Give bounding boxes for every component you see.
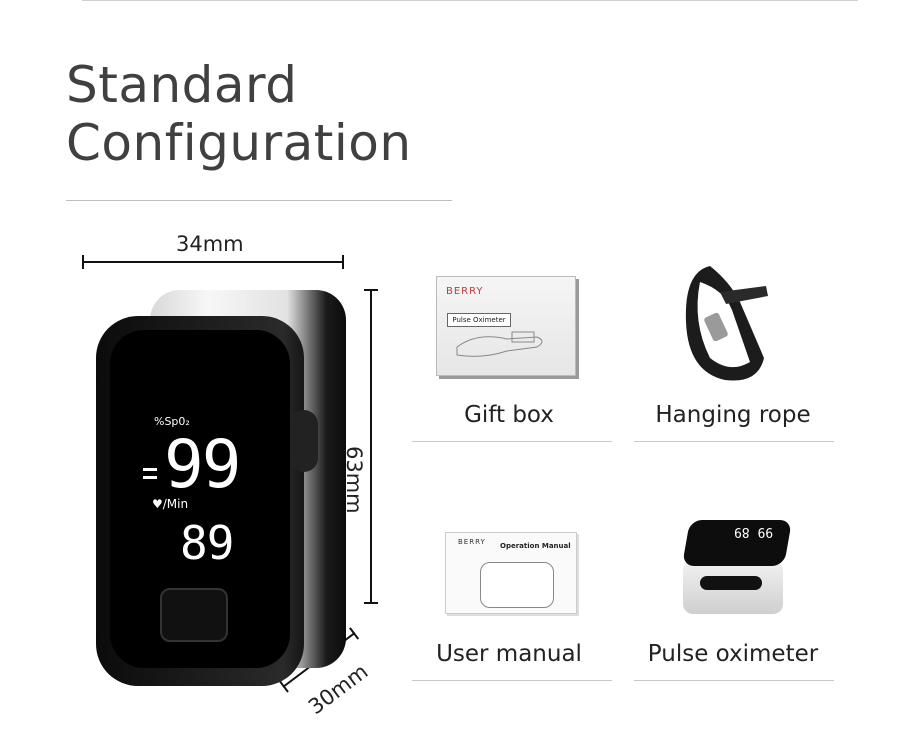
page-title: Standard Configuration: [66, 56, 412, 172]
depth-dimension-label: 30mm: [304, 659, 373, 720]
accessory-label-pulse-oximeter: Pulse oximeter: [647, 641, 819, 667]
manual-title-text: Operation Manual: [500, 542, 571, 550]
accessory-divider: [634, 680, 834, 681]
width-dimension-line: [82, 255, 344, 269]
accessory-label-gift-box: Gift box: [464, 402, 554, 428]
oximeter-power-button: [160, 588, 228, 642]
mini-oximeter-display: 99 89: [734, 524, 774, 539]
pulse-rate-value: 89: [180, 516, 234, 570]
spo2-label: %Sp0₂: [154, 415, 190, 428]
hand-illustration-icon: [456, 331, 543, 357]
pulse-rate-label: ♥/Min: [152, 497, 189, 511]
spo2-value: 99: [164, 426, 241, 503]
manual-brand-text: BERRY: [458, 538, 486, 546]
width-dimension-label: 34mm: [176, 232, 244, 256]
giftbox-tag-text: Pulse Oximeter: [447, 313, 511, 327]
title-divider: [66, 200, 452, 201]
accessory-label-hanging-rope: Hanging rope: [655, 402, 811, 428]
giftbox-brand-text: BERRY: [446, 286, 484, 297]
title-line-2: Configuration: [66, 114, 412, 172]
height-dimension-line: [364, 289, 378, 604]
accessory-divider: [412, 680, 612, 681]
oximeter-side-button: [290, 410, 318, 472]
accessory-divider: [634, 441, 834, 442]
manual-device-drawing: [480, 562, 554, 608]
accessory-divider: [412, 441, 612, 442]
mini-oximeter-finger-slot: [700, 576, 762, 590]
top-divider: [82, 0, 858, 1]
accessory-label-user-manual: User manual: [436, 641, 582, 667]
spo2-bar-indicator: [143, 468, 157, 484]
title-line-1: Standard: [66, 56, 298, 114]
hanging-rope-image: [685, 266, 768, 381]
